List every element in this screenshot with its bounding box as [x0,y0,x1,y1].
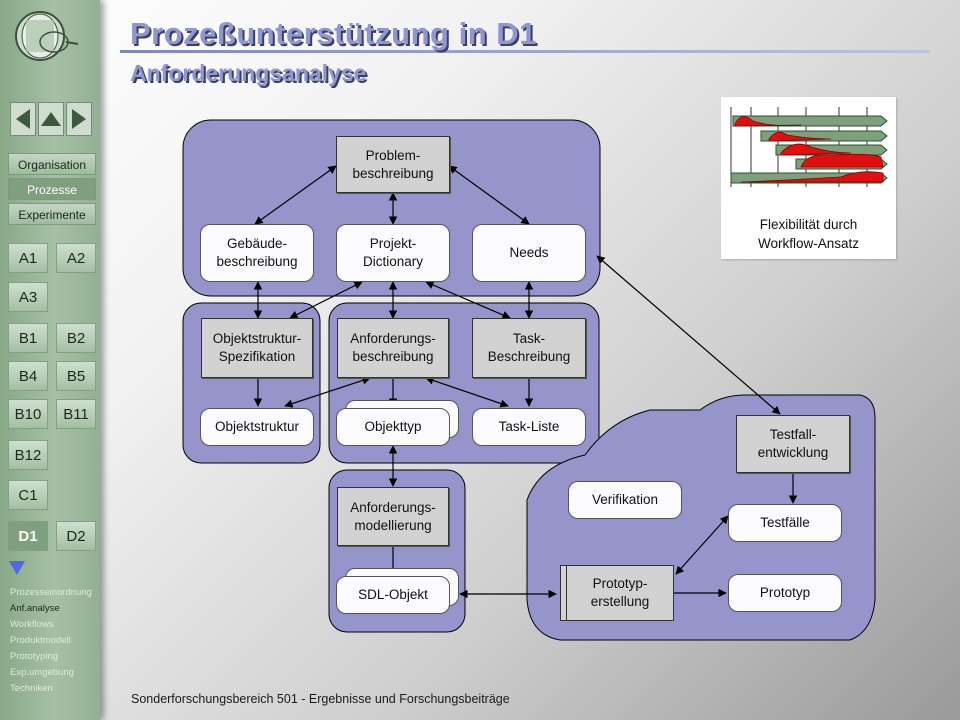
sublink-prozesseinordnung[interactable]: Prozesseinordnung [10,587,92,598]
node-problembeschreibung[interactable]: Problem- beschreibung [336,136,450,193]
node-verifikation-label: Verifikation [591,492,659,507]
node-testfallentwicklung[interactable]: Testfall- entwicklung [736,415,850,473]
section-b2-button[interactable]: B2 [56,323,96,353]
node-objekttyp-label: Objekttyp [364,419,422,434]
node-verifikation[interactable]: Verifikation [568,481,682,519]
node-problembeschreibung-label: Problem- beschreibung [352,147,434,181]
node-prototyp[interactable]: Prototyp [728,574,842,612]
node-needs-label: Needs [509,245,549,260]
inset-caption: Flexibilität durch Workflow-Ansatz [757,217,860,251]
prev-slide-button[interactable] [10,102,36,136]
workflow-flexibility-figure: Flexibilität durch Workflow-Ansatz [721,97,896,259]
section-a2-button[interactable]: A2 [56,243,96,273]
node-testfaelle-label: Testfälle [760,515,810,530]
node-objektstruktur-spezifikation-label: Objektstruktur- Spezifikation [212,331,302,364]
node-gebaeudebeschreibung[interactable]: Gebäude- beschreibung [200,224,314,282]
footer-text: Sonderforschungsbereich 501 - Ergebnisse… [131,692,510,706]
node-sdl-objekt-label: SDL-Objekt [358,587,428,602]
page-subtitle: Anforderungsanalyse [130,60,367,86]
node-testfallentwicklung-label: Testfall- entwicklung [757,427,829,460]
node-anforderungsbeschreibung[interactable]: Anforderungs- beschreibung [337,318,449,378]
node-prototyperstellung[interactable]: Prototyp- erstellung [566,565,674,621]
node-objektstruktur[interactable]: Objektstruktur [200,408,314,446]
section-c1-button[interactable]: C1 [8,480,48,510]
node-objektstruktur-spezifikation[interactable]: Objektstruktur- Spezifikation [201,318,313,378]
edge-projekt-taskbesch [425,281,511,319]
arrow-up-icon [41,112,61,126]
node-task-beschreibung[interactable]: Task- Beschreibung [472,318,586,378]
sfb-logo-icon [15,11,79,61]
section-b1-button[interactable]: B1 [8,323,48,353]
node-anforderungsmodellierung-label: Anforderungs- modellierung [350,499,436,533]
sidebar-nav: Organisation Prozesse Experimente A1 A2 … [0,0,100,720]
arrow-right-icon [72,109,86,129]
node-prototyp-label: Prototyp [759,585,811,600]
node-needs[interactable]: Needs [472,224,586,282]
section-d2-button[interactable]: D2 [56,521,96,551]
node-sdl-objekt[interactable]: SDL-Objekt [336,576,450,614]
node-task-liste-label: Task-Liste [498,419,560,434]
section-b11-button[interactable]: B11 [56,399,96,429]
next-slide-button[interactable] [66,102,92,136]
node-testfaelle[interactable]: Testfälle [728,504,842,542]
edge-projekt-objspec [289,281,363,319]
node-prototyperstellung-label: Prototyp- erstellung [590,576,650,609]
section-d1-button[interactable]: D1 [8,521,48,551]
sublink-anfanalyse[interactable]: Anf.analyse [10,603,60,614]
workflow-timeline-graphic [730,107,888,187]
up-slide-button[interactable] [38,102,64,136]
section-b12-button[interactable]: B12 [8,440,48,470]
node-projekt-dictionary[interactable]: Projekt- Dictionary [336,224,450,282]
sublink-produktmodell[interactable]: Produktmodell [10,635,71,646]
section-b10-button[interactable]: B10 [8,399,48,429]
edge-problem-gebaeude [254,165,337,225]
node-projekt-dictionary-label: Projekt- Dictionary [362,236,424,269]
node-gebaeudebeschreibung-label: Gebäude- beschreibung [216,236,298,269]
node-objektstruktur-label: Objektstruktur [214,419,300,434]
edge-needs-testfallentw [596,255,781,415]
edge-anfbesch-objstruktur [284,376,371,408]
sublink-expumgebung[interactable]: Exp.umgebung [10,667,74,678]
arrow-left-icon [16,109,30,129]
edge-problem-needs [448,165,530,225]
node-anforderungsmodellierung[interactable]: Anforderungs- modellierung [337,487,449,546]
node-task-liste[interactable]: Task-Liste [472,408,586,446]
tab-experimente[interactable]: Experimente [8,203,96,225]
node-task-beschreibung-label: Task- Beschreibung [487,331,571,364]
sublink-workflows[interactable]: Workflows [10,619,54,630]
section-a1-button[interactable]: A1 [8,243,48,273]
tab-organisation[interactable]: Organisation [8,153,96,175]
sublink-prototyping[interactable]: Prototyping [10,651,59,662]
triangle-down-icon [9,561,25,575]
node-anforderungsbeschreibung-label: Anforderungs- beschreibung [350,331,436,364]
page-title: Prozeßunterstützung in D1 [130,16,537,51]
edge-prototyperst-testfaelle [675,515,729,575]
node-objekttyp[interactable]: Objekttyp [336,408,450,446]
section-a3-button[interactable]: A3 [8,282,48,312]
tab-prozesse[interactable]: Prozesse [8,178,96,200]
section-b4-button[interactable]: B4 [8,361,48,391]
edge-anfbesch-taskliste [425,376,509,408]
section-b5-button[interactable]: B5 [56,361,96,391]
sublink-techniken[interactable]: Techniken [10,683,53,694]
title-underline [120,50,930,53]
